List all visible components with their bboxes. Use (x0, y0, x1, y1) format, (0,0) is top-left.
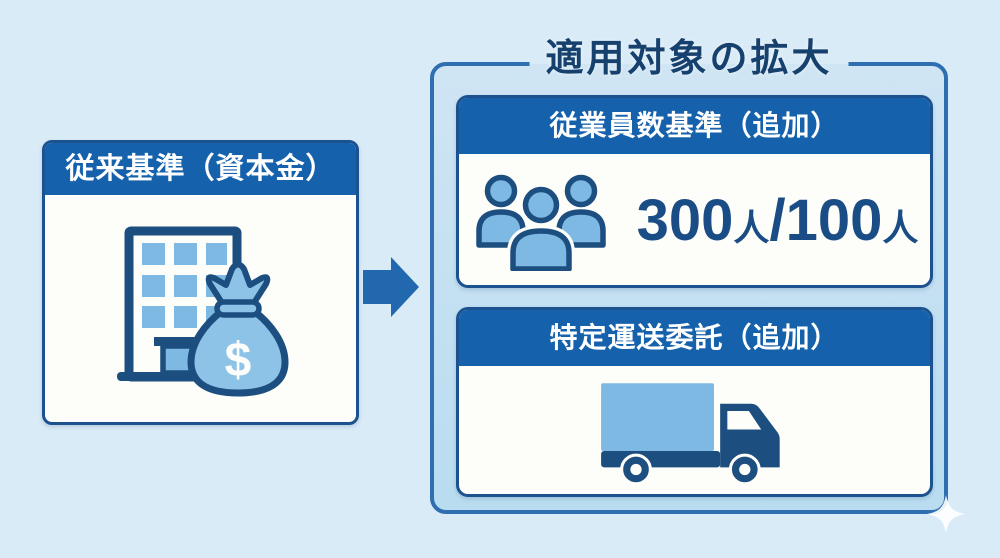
second-threshold-unit: 人 (882, 207, 919, 248)
legacy-card-title: 従来基準（資本金） (65, 153, 336, 185)
employee-threshold-value: 300 人 / 100 人 (637, 192, 919, 250)
truck-chassis (601, 451, 721, 468)
bag-body (187, 307, 288, 397)
people-group-icon (475, 174, 606, 271)
right-arrow-icon (363, 257, 419, 317)
bag-tie (213, 299, 262, 318)
first-threshold-unit: 人 (733, 207, 770, 248)
first-threshold-number: 300 (636, 188, 734, 253)
truck-window (727, 410, 762, 430)
transport-card-header: 特定運送委託（追加） (459, 310, 930, 366)
expansion-panel-title: 適用対象の拡大 (529, 30, 849, 88)
legacy-card-header: 従来基準（資本金） (45, 143, 356, 195)
transport-card-title: 特定運送委託（追加） (549, 322, 840, 353)
employee-card-body: 300 人 / 100 人 (459, 154, 930, 285)
transport-card: 特定運送委託（追加） (456, 307, 933, 497)
legacy-card-body: $ (45, 195, 356, 399)
money-bag-icon: $ (187, 261, 288, 397)
transport-card-body (459, 366, 930, 494)
truck-cargo-box (601, 383, 714, 451)
building-and-money-bag-icon: $ (116, 226, 288, 397)
expansion-panel: 適用対象の拡大 従業員数基準（追加） (430, 30, 948, 514)
bag-knot (205, 261, 270, 309)
truck-icon (601, 383, 780, 486)
employee-card-header: 従業員数基準（追加） (459, 98, 930, 154)
dollar-symbol: $ (224, 334, 251, 387)
truck-wheel-right (728, 453, 761, 486)
truck-wheel-left (620, 453, 652, 486)
sparkle-icon (927, 495, 965, 533)
door-lintel (153, 337, 207, 346)
employee-card-title: 従業員数基準（追加） (549, 110, 840, 141)
ground-line (116, 372, 208, 381)
threshold-separator: / (769, 188, 786, 253)
legacy-standard-card: 従来基準（資本金） (42, 140, 359, 425)
person-front (506, 183, 575, 271)
employee-count-card: 従業員数基準（追加） (456, 95, 933, 288)
second-threshold-number: 100 (785, 188, 883, 253)
